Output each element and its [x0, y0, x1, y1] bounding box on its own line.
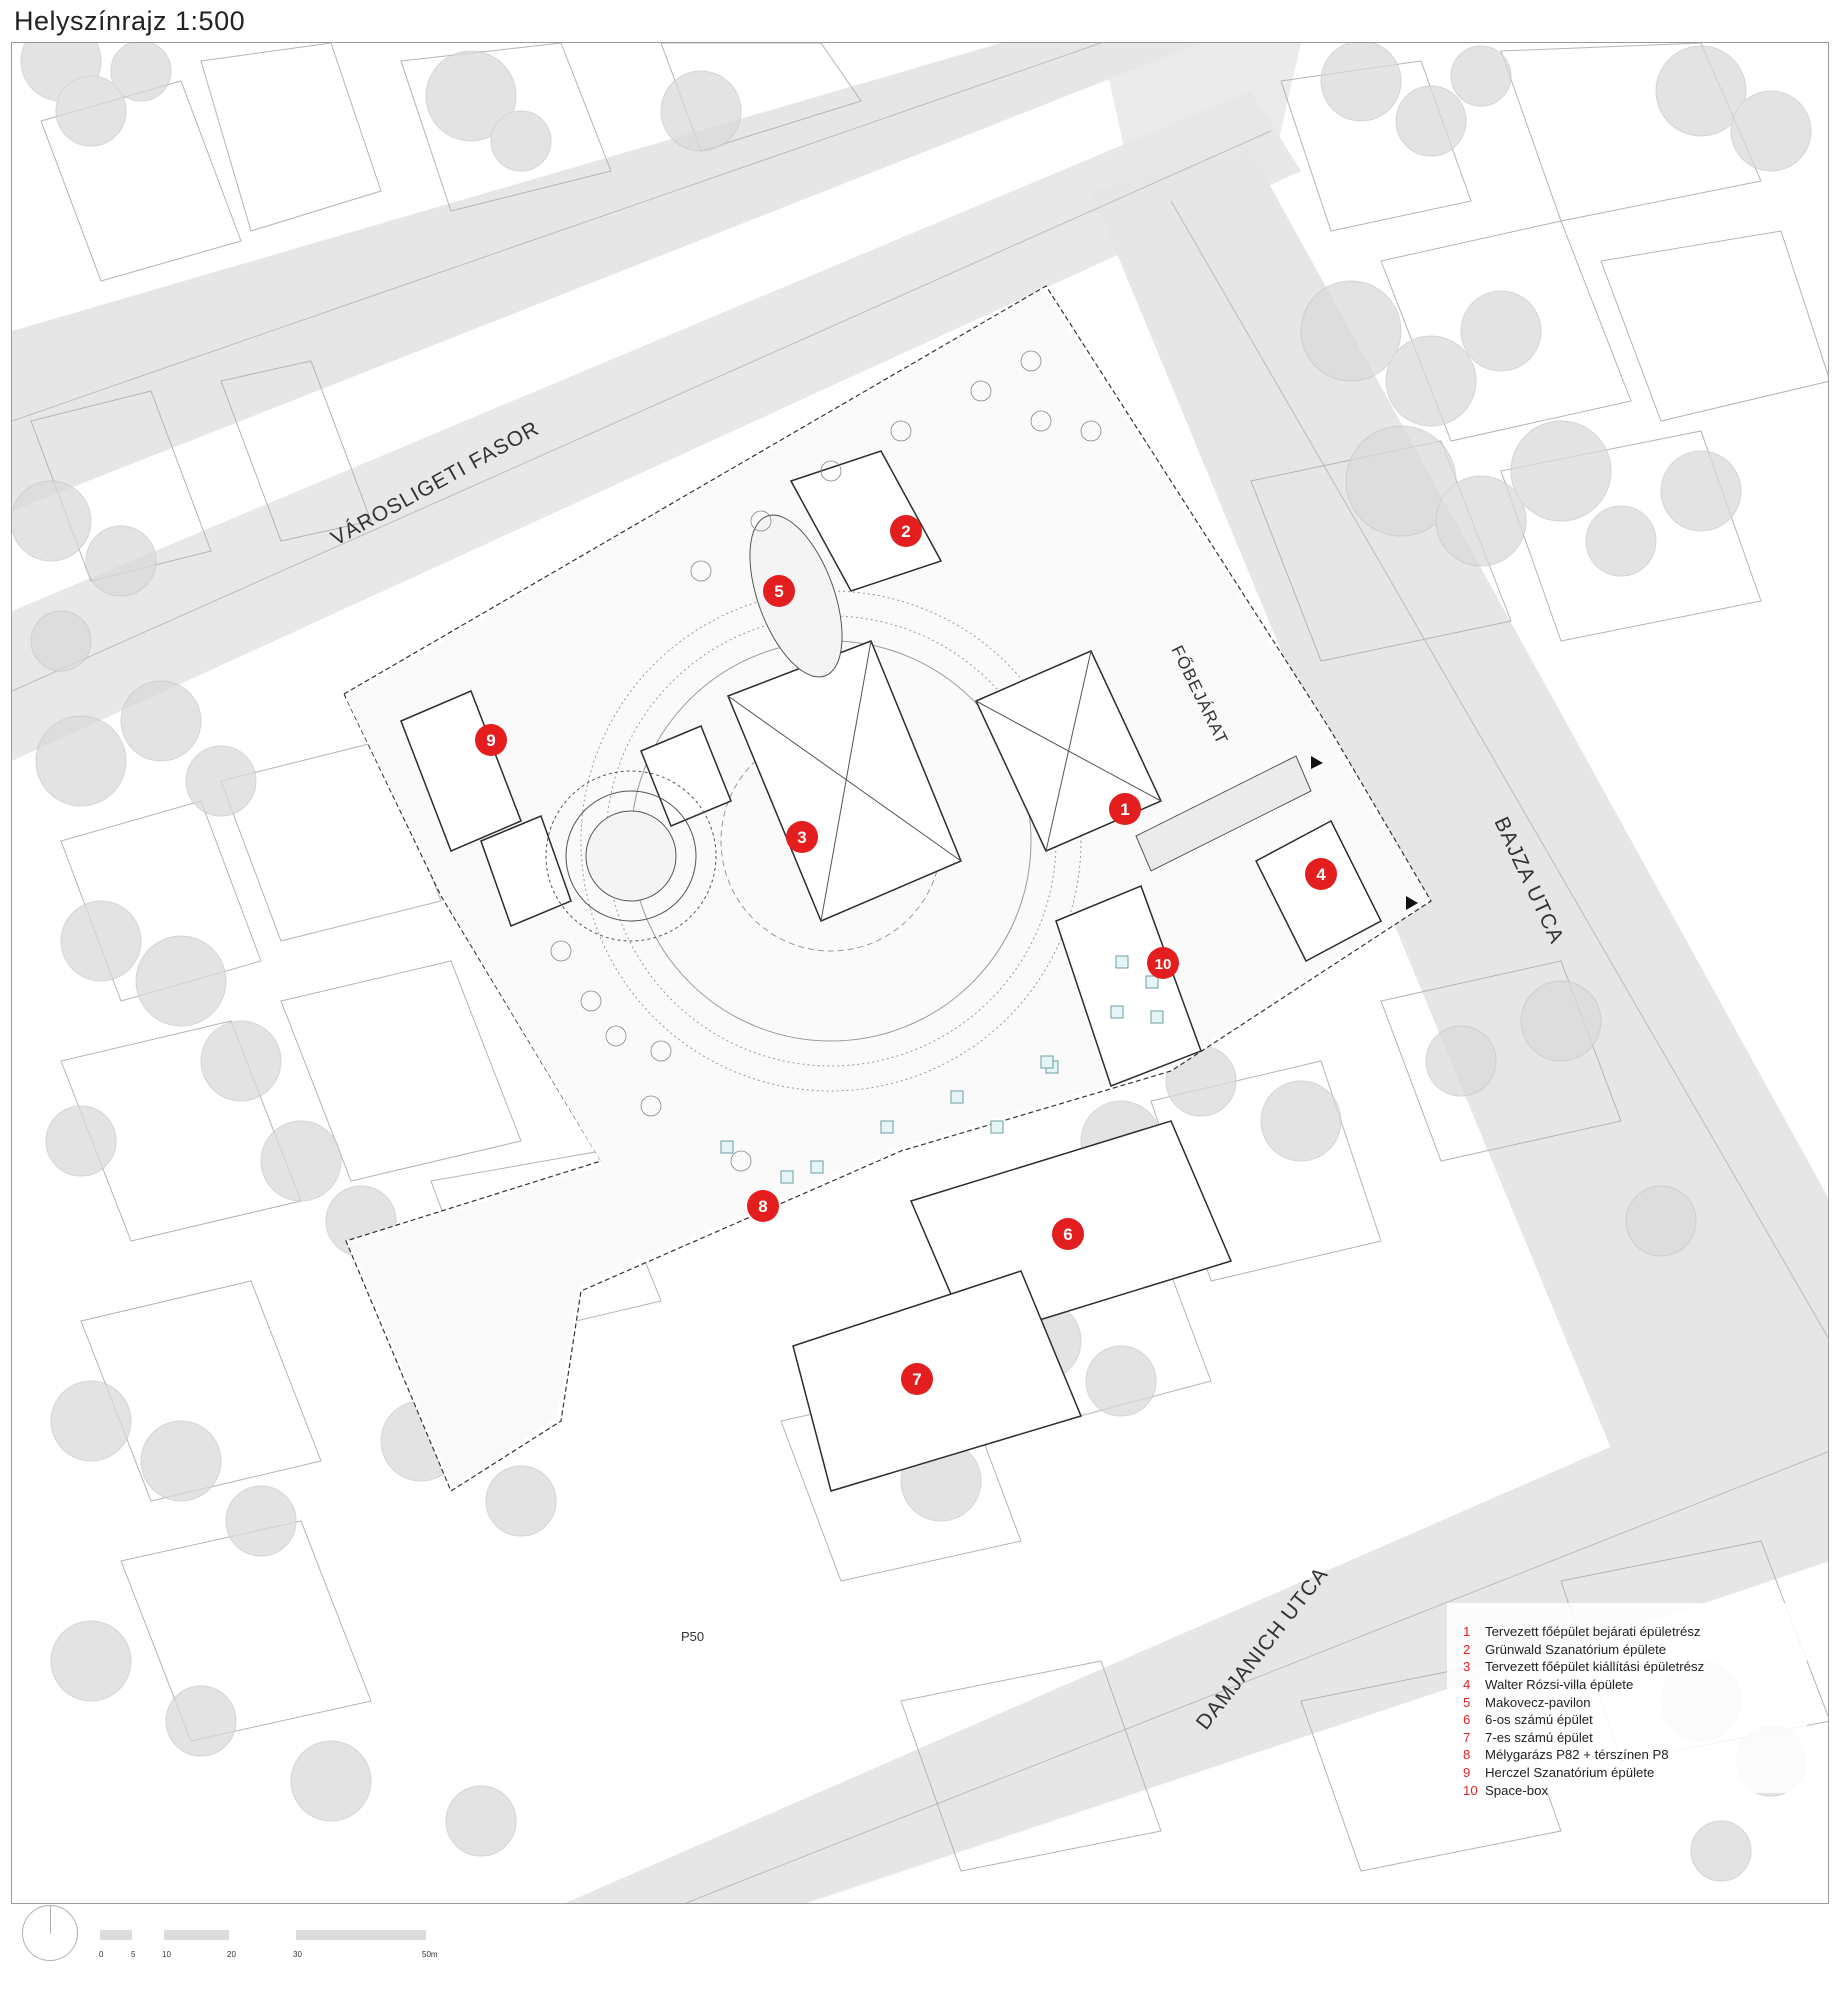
- scale-segment: [100, 1930, 132, 1940]
- entrance-arrows: [1311, 756, 1418, 910]
- scale-segment: [296, 1930, 426, 1940]
- marker-4: 4: [1305, 858, 1337, 890]
- legend-item: 3 Tervezett főépület kiállítási épületrés…: [1463, 1658, 1704, 1676]
- legend-item: 8 Mélygarázs P82 + térszínen P8: [1463, 1746, 1704, 1764]
- page-title: Helyszínrajz 1:500: [14, 6, 246, 36]
- legend-item: 5 Makovecz-pavilon: [1463, 1693, 1704, 1711]
- label-p50: P50: [681, 1629, 704, 1644]
- scale-tick: 20: [227, 1950, 236, 1959]
- legend-item: 4 Walter Rózsi-villa épülete: [1463, 1676, 1704, 1694]
- marker-3: 3: [786, 821, 818, 853]
- marker-9: 9: [475, 724, 507, 756]
- legend-label: Herczel Szanatórium épülete: [1485, 1765, 1655, 1781]
- marker-number: 2: [901, 522, 910, 541]
- marker-5: 5: [763, 575, 795, 607]
- legend-label: Space-box: [1485, 1782, 1549, 1798]
- legend-label: Grünwald Szanatórium épülete: [1485, 1641, 1667, 1657]
- legend-number: 8: [1463, 1747, 1471, 1763]
- marker-number: 5: [774, 582, 783, 601]
- scale-tick: 30: [293, 1950, 302, 1959]
- legend-item: 9 Herczel Szanatórium épülete: [1463, 1764, 1704, 1782]
- legend-number: 6: [1463, 1712, 1471, 1728]
- roads: [12, 43, 1828, 1903]
- marker-number: 3: [797, 828, 806, 847]
- site-trees: [550, 350, 1102, 1172]
- road-lines: [12, 43, 1828, 1903]
- marker-number: 4: [1316, 865, 1326, 884]
- marker-2: 2: [890, 515, 922, 547]
- legend-label: Walter Rózsi-villa épülete: [1485, 1677, 1634, 1693]
- legend-number: 5: [1463, 1694, 1471, 1710]
- legend-number: 7: [1463, 1729, 1471, 1745]
- legend-number: 10: [1463, 1782, 1478, 1798]
- marker-number: 10: [1155, 956, 1172, 973]
- north-arrow-icon: [22, 1905, 78, 1961]
- scale-bar: 0 5 10 20 30 50m: [99, 1930, 470, 1980]
- scale-tick: 50m: [422, 1950, 438, 1959]
- legend-label: Tervezett főépület bejárati épületrész: [1485, 1624, 1701, 1640]
- marker-number: 9: [486, 731, 495, 750]
- legend-label: Tervezett főépület kiállítási épületrész: [1485, 1659, 1705, 1675]
- legend-item: 2 Grünwald Szanatórium épülete: [1463, 1641, 1704, 1659]
- marker-7: 7: [901, 1363, 933, 1395]
- legend-label: 7-es számú épület: [1485, 1729, 1593, 1745]
- skylights: [720, 955, 1164, 1184]
- marker-1: 1: [1109, 793, 1141, 825]
- legend-number: 4: [1463, 1677, 1471, 1693]
- marker-number: 1: [1120, 800, 1129, 819]
- legend-item: 7 7-es számú épület: [1463, 1729, 1704, 1747]
- scale-tick: 0: [99, 1950, 104, 1959]
- pavilion: [545, 514, 843, 942]
- roof-lines: [727, 640, 1162, 922]
- map-frame: VÁROSLIGETI FASOR BAJZA UTCA DAMJANICH U…: [11, 42, 1829, 1904]
- legend-label: Makovecz-pavilon: [1485, 1694, 1591, 1710]
- legend-item: 6 6-os számú épület: [1463, 1711, 1704, 1729]
- legend-label: Mélygarázs P82 + térszínen P8: [1485, 1747, 1669, 1763]
- site-plan-map: VÁROSLIGETI FASOR BAJZA UTCA DAMJANICH U…: [12, 43, 1828, 1903]
- marker-number: 6: [1063, 1225, 1072, 1244]
- legend-number: 9: [1463, 1765, 1471, 1781]
- legend-label: 6-os számú épület: [1485, 1712, 1593, 1728]
- scale-segment: [164, 1930, 229, 1940]
- legend-item: 1 Tervezett főépület bejárati épületrész: [1463, 1623, 1704, 1641]
- marker-number: 7: [912, 1370, 921, 1389]
- ramp: [1135, 755, 1312, 872]
- marker-10: 10: [1147, 947, 1179, 979]
- legend-item: 10 Space-box: [1463, 1781, 1704, 1799]
- marker-number: 8: [758, 1197, 767, 1216]
- scale-tick: 10: [162, 1950, 171, 1959]
- legend-number: 1: [1463, 1624, 1471, 1640]
- legend-number: 2: [1463, 1641, 1471, 1657]
- marker-8: 8: [747, 1190, 779, 1222]
- trees: [12, 43, 1812, 1882]
- legend-number: 3: [1463, 1659, 1471, 1675]
- marker-6: 6: [1052, 1218, 1084, 1250]
- scale-tick: 5: [131, 1950, 136, 1959]
